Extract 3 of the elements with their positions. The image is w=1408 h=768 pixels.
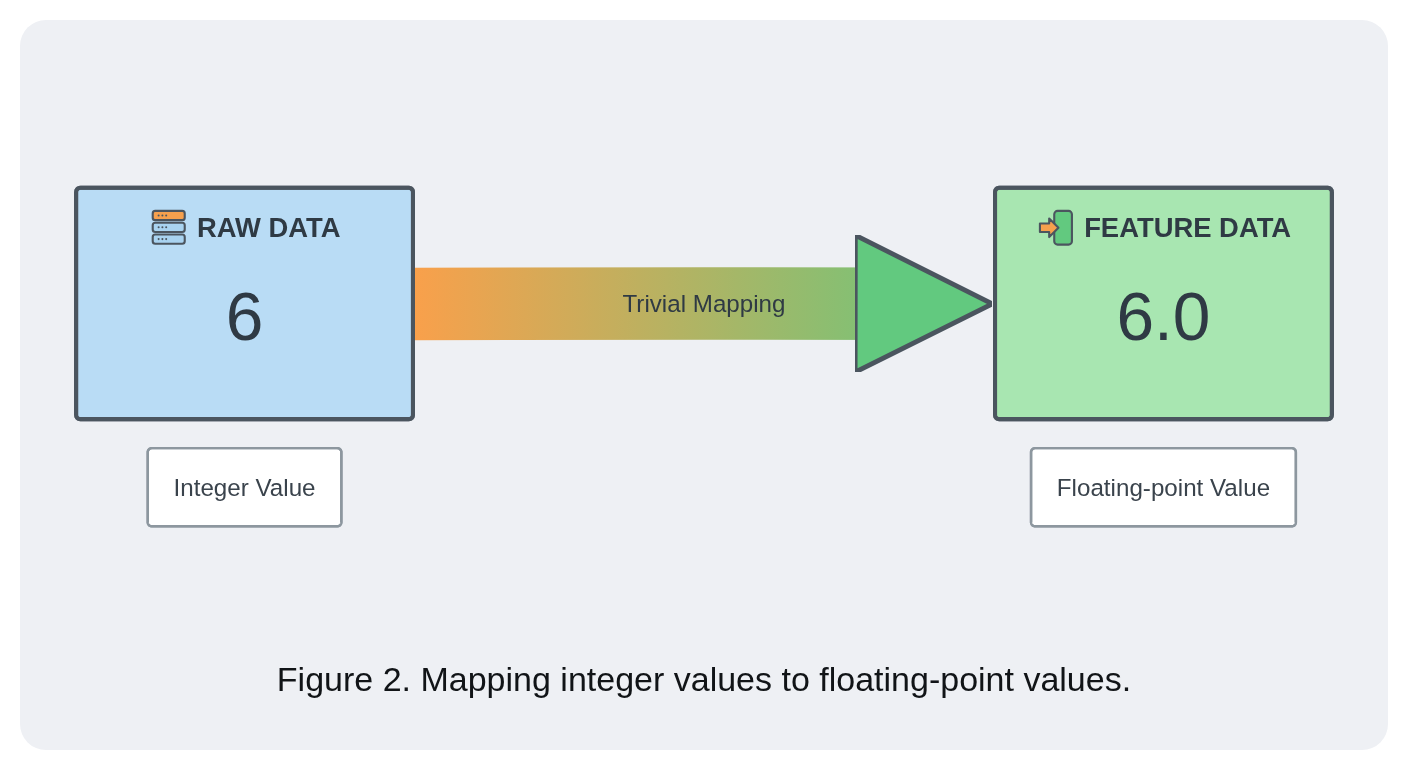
edge-label: Trivial Mapping (622, 290, 786, 317)
caption: Figure 2. Mapping integer values to floating-point values. (276, 660, 1132, 699)
arrow (413, 232, 995, 375)
